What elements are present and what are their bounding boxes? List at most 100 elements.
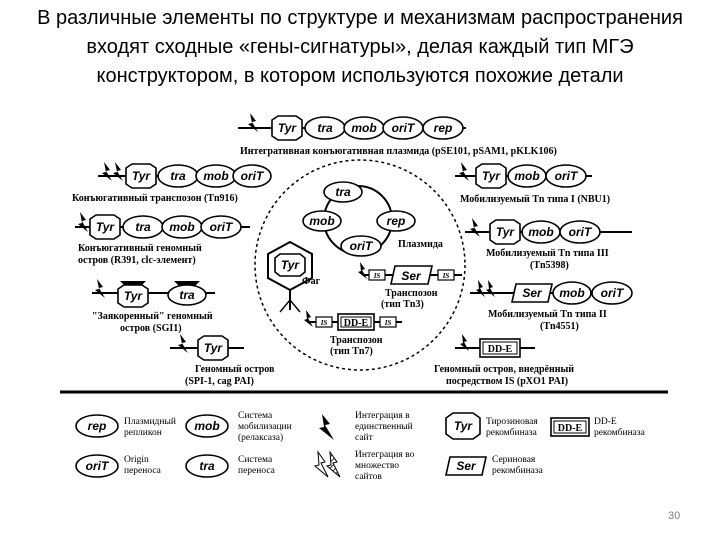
conjugative-transposon-label: Конъюгативный транспозон (Tn916): [72, 193, 238, 204]
mobilizable-tn-type2-label-1: Мобилизуемый Tn типа II: [488, 309, 607, 320]
svg-text:oriT: oriT: [241, 169, 265, 183]
svg-text:мобилизации: мобилизации: [238, 421, 292, 432]
genomic-island-label-2: (SPI-1, cag PAI): [185, 376, 254, 387]
multi-site-lightning-icon: [304, 310, 313, 327]
oriT-gene: oriT: [340, 235, 382, 257]
mob-gene: mob: [302, 210, 342, 232]
svg-text:Система: Система: [238, 455, 273, 465]
title-line-3: конструктором, в котором используются по…: [96, 65, 624, 87]
mobilizable-tn-type2-label-2: (Tn4551): [540, 321, 579, 332]
svg-text:Плазмидный: Плазмидный: [124, 416, 176, 427]
mobilizable-tn-type1-element: Tyr mob oriT Мобилизуемый Tn типа I (NBU…: [455, 162, 610, 205]
multi-site-lightning-icon: [358, 262, 367, 279]
mobilizable-tn-type3-label-1: Мобилизуемый Tn типа III: [486, 248, 609, 259]
transposon-tn7-label-2: (тип Tn7): [330, 346, 373, 357]
legend-ser: Ser Сериновая рекомбиназа: [445, 455, 544, 476]
svg-text:DD-E: DD-E: [488, 344, 513, 355]
oriT-gene: oriT: [559, 220, 601, 244]
multi-site-lightning-icon: [313, 450, 341, 478]
tra-gene: tra: [323, 181, 363, 203]
svg-text:Ser: Ser: [401, 269, 422, 283]
svg-text:рекомбиназа: рекомбиназа: [594, 427, 646, 438]
svg-text:Tyr: Tyr: [124, 289, 144, 303]
svg-text:rep: rep: [434, 121, 453, 135]
oriT-gene: oriT: [200, 215, 242, 239]
svg-text:переноса: переноса: [124, 466, 162, 476]
svg-text:сайтов: сайтов: [355, 471, 382, 482]
transposon-tn7-label-1: Транспозон: [330, 335, 383, 346]
legend-tra: tra Система переноса: [185, 454, 276, 478]
svg-text:rep: rep: [387, 214, 406, 228]
svg-text:oriT: oriT: [350, 239, 374, 253]
tyr-gene: Tyr: [125, 163, 157, 189]
svg-text:mob: mob: [203, 169, 228, 183]
tra-gene: tra: [167, 284, 207, 306]
svg-text:Тирозиновая: Тирозиновая: [486, 417, 538, 427]
svg-text:Tyr: Tyr: [132, 169, 152, 183]
lightning-icon: [459, 162, 469, 181]
anchored-island-label-2: остров (SGI1): [120, 323, 182, 334]
svg-text:рекомбиназа: рекомбиназа: [492, 465, 544, 476]
svg-text:Ser: Ser: [456, 459, 477, 473]
svg-text:IS: IS: [384, 319, 392, 327]
mob-gene: mob: [195, 164, 237, 188]
lightning-icon: [102, 162, 123, 181]
svg-text:IS: IS: [442, 272, 450, 280]
dde-island-label-1: Геномный остров, внедрённый: [434, 364, 574, 375]
tyr-gene: Tyr: [89, 214, 121, 240]
conjugative-island-label-2: остров (R391, clc-элемент): [78, 255, 196, 266]
svg-text:(релаксаза): (релаксаза): [238, 432, 283, 443]
phage-element: Tyr Фаг: [267, 240, 321, 313]
svg-text:Tyr: Tyr: [278, 121, 298, 135]
genomic-island-label-1: Геномный остров: [195, 364, 275, 375]
mob-gene: mob: [521, 220, 561, 244]
plasmid-element: tra mob rep oriT Плазмида: [302, 181, 443, 257]
mob-gene: mob: [507, 164, 547, 188]
integrative-plasmid-element: Tyr tra mob oriT rep Интегративная конъю…: [238, 113, 557, 157]
svg-text:tra: tra: [199, 459, 215, 473]
svg-text:Сериновая: Сериновая: [492, 455, 536, 465]
tra-gene: tra: [157, 164, 199, 188]
svg-text:репликон: репликон: [124, 428, 162, 438]
svg-text:oriT: oriT: [569, 225, 593, 239]
legend-multi-site: Интеграция во множество сайтов: [313, 450, 415, 482]
svg-text:oriT: oriT: [392, 121, 416, 135]
svg-text:Origin: Origin: [124, 455, 149, 465]
slide-title: В различные элементы по структуре и меха…: [10, 4, 710, 91]
svg-text:tra: tra: [317, 121, 333, 135]
dde-island-element: DD-E Геномный остров, внедрённый посредс…: [434, 334, 574, 387]
svg-text:oriT: oriT: [601, 286, 625, 300]
dde-gene: DD-E: [479, 338, 521, 358]
svg-text:сайт: сайт: [355, 432, 374, 443]
transposon-tn3-label-1: Транспозон: [385, 288, 438, 299]
svg-text:единственный: единственный: [355, 421, 413, 432]
tyr-gene: Tyr: [271, 115, 303, 141]
oriT-gene: oriT: [382, 116, 424, 140]
svg-text:Tyr: Tyr: [482, 169, 502, 183]
svg-text:oriT: oriT: [210, 220, 234, 234]
legend-oriT: oriT Origin переноса: [75, 454, 162, 478]
tra-gene: tra: [122, 215, 164, 239]
plasmid-label: Плазмида: [398, 239, 443, 250]
svg-text:mob: mob: [528, 225, 553, 239]
mobilizable-tn-type2-element: Ser mob oriT Мобилизуемый Tn типа II (Tn…: [470, 280, 633, 332]
rep-gene: rep: [422, 116, 464, 140]
genomic-island-element: Tyr Геномный остров (SPI-1, cag PAI): [170, 334, 275, 387]
anchored-island-element: Tyr tra "Заякоренный" геномный остров (S…: [92, 279, 215, 334]
svg-text:Tyr: Tyr: [204, 341, 224, 355]
svg-text:Интеграция во: Интеграция во: [355, 450, 415, 460]
mobilizable-tn-type3-element: Tyr mob oriT Мобилизуемый Tn типа III (T…: [465, 218, 632, 271]
svg-text:Ser: Ser: [522, 286, 543, 300]
ser-gene: Ser: [511, 283, 553, 303]
svg-text:mob: mob: [194, 419, 219, 433]
svg-text:Система: Система: [238, 411, 273, 421]
transposon-tn7-element: IS DD-E IS Транспозон (тип Tn7): [304, 310, 402, 357]
svg-text:tra: tra: [179, 288, 195, 302]
lightning-icon: [248, 113, 258, 132]
oriT-gene: oriT: [591, 281, 633, 305]
is-box-left: IS: [368, 269, 386, 281]
central-dashed-circle: [254, 159, 466, 371]
svg-text:рекомбиназа: рекомбиназа: [486, 427, 538, 438]
dde-island-label-2: посредством IS (pXO1 PAI): [446, 376, 568, 387]
